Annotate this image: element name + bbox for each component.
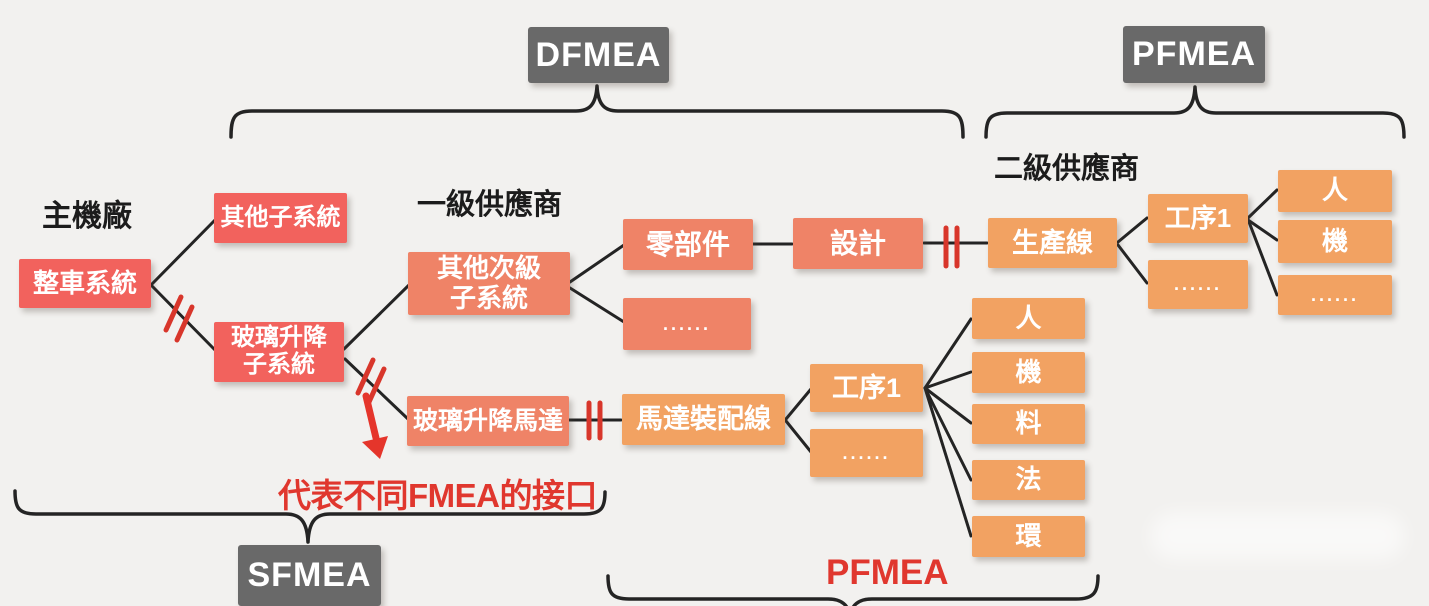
node-production-line: 生產線 — [988, 218, 1117, 268]
node-window-lift-subsystem-line1: 玻璃升降 — [231, 324, 327, 352]
node-component-ellipsis: ...... — [623, 298, 751, 350]
node-material-mid: 料 — [972, 404, 1085, 444]
sfmea-tag: SFMEA — [238, 545, 381, 606]
node-other-secondary-subsystem: 其他次級 子系統 — [408, 252, 570, 315]
node-window-lift-motor: 玻璃升降馬達 — [407, 396, 569, 446]
node-design: 設計 — [793, 218, 923, 269]
oem-label: 主機廠 — [42, 200, 132, 233]
pfmea-top-tag: PFMEA — [1123, 26, 1265, 83]
sfmea-brace — [13, 489, 607, 544]
node-motor-assembly-line: 馬達裝配線 — [622, 394, 785, 445]
interface-mark-design-productionline — [943, 225, 960, 269]
interface-mark-windowlift-motor — [355, 357, 387, 405]
node-window-lift-subsystem: 玻璃升降 子系統 — [214, 322, 344, 382]
node-window-lift-subsystem-line2: 子系統 — [243, 351, 315, 378]
node-machine-mid: 機 — [972, 352, 1085, 393]
node-process-mid-ellipsis: ...... — [810, 429, 923, 477]
dfmea-tag: DFMEA — [528, 27, 669, 83]
node-process1-mid: 工序1 — [810, 364, 923, 412]
node-environment-mid: 環 — [972, 516, 1085, 557]
dfmea-brace — [229, 84, 965, 139]
pfmea-bottom-label: PFMEA — [826, 553, 949, 592]
node-other-secondary-subsystem-line1: 其他次級 — [436, 253, 541, 284]
connector-lines — [150, 188, 1279, 538]
interface-mark-motor-assemblyline — [586, 400, 603, 441]
node-component: 零部件 — [623, 219, 753, 270]
pfmea-top-brace — [984, 85, 1406, 139]
interface-note-text: 代表不同FMEA的接口 — [278, 477, 598, 514]
tier1-supplier-label: 一級供應商 — [417, 189, 563, 221]
node-machine-right-ellipsis: ...... — [1278, 275, 1392, 315]
watermark-smudge — [1150, 512, 1405, 560]
node-man-mid: 人 — [972, 298, 1085, 339]
tier2-supplier-label: 二級供應商 — [994, 153, 1140, 185]
node-vehicle-system: 整車系統 — [19, 259, 151, 308]
node-process1-right: 工序1 — [1148, 194, 1248, 243]
interface-note-arrow — [362, 392, 388, 459]
node-other-subsystem: 其他子系統 — [214, 193, 347, 243]
node-machine-right: 機 — [1278, 220, 1392, 263]
pfmea-bottom-brace — [606, 574, 1100, 606]
node-man-right: 人 — [1278, 170, 1392, 212]
interface-mark-vehicle-windowlift — [163, 294, 195, 343]
node-other-secondary-subsystem-line2: 子系統 — [449, 282, 528, 313]
node-process-right-ellipsis: ...... — [1148, 260, 1248, 309]
node-method-mid: 法 — [972, 460, 1085, 500]
